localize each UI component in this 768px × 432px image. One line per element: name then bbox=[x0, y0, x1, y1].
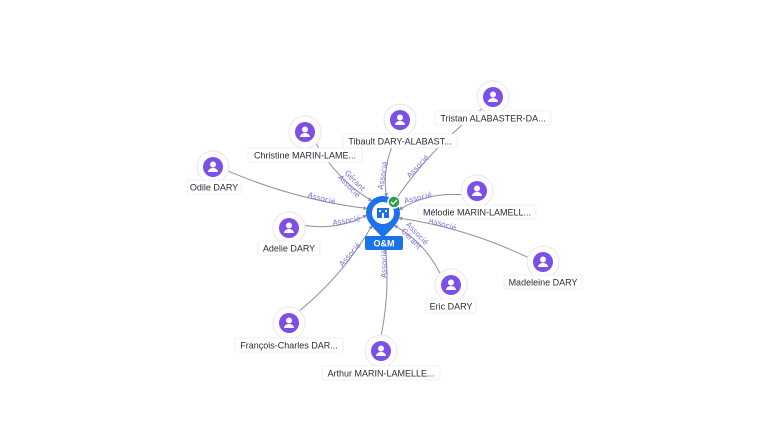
role-label-associe: Associé bbox=[403, 190, 433, 205]
company-name[interactable]: O&M bbox=[374, 239, 395, 249]
building-icon bbox=[377, 208, 389, 218]
person-name-box bbox=[247, 147, 363, 163]
person-name[interactable]: Eric DARY bbox=[430, 302, 473, 312]
person-node-madeleine-dary[interactable]: Madeleine DARY bbox=[503, 245, 583, 290]
person-node-christine-marin-lame[interactable]: Christine MARIN-LAME... bbox=[247, 115, 363, 163]
edge-madeleine-dary bbox=[398, 216, 528, 258]
person-node-arthur-marin-lamelle[interactable]: Arthur MARIN-LAMELLE... bbox=[321, 334, 441, 381]
edge-odile-dary bbox=[228, 170, 368, 211]
person-name-box bbox=[186, 179, 242, 195]
edge-adelie-dary bbox=[304, 214, 367, 228]
person-node-francois-charles-dar[interactable]: François-Charles DAR... bbox=[234, 306, 344, 353]
role-label-associe: Associé bbox=[405, 153, 431, 180]
person-node-adelie-dary[interactable]: Adelie DARY bbox=[257, 211, 321, 256]
role-label-associe: Associé bbox=[307, 190, 337, 206]
person-name-box bbox=[321, 365, 441, 381]
person-name[interactable]: Arthur MARIN-LAMELLE... bbox=[327, 369, 434, 379]
person-icon bbox=[279, 218, 299, 238]
person-icon bbox=[483, 87, 503, 107]
person-name[interactable]: Tristan ALABASTER-DA... bbox=[440, 114, 545, 124]
person-name[interactable]: Tibault DARY-ALABAST... bbox=[348, 137, 451, 147]
edge-melodie-marin-lamell bbox=[398, 193, 462, 210]
person-icon bbox=[371, 341, 391, 361]
person-name[interactable]: Christine MARIN-LAME... bbox=[254, 151, 356, 161]
person-node-eric-dary[interactable]: Eric DARY bbox=[425, 268, 477, 314]
person-node-tibault-dary-alabast[interactable]: Tibault DARY-ALABAST... bbox=[342, 103, 458, 149]
person-name-box bbox=[425, 298, 477, 314]
person-name-box bbox=[342, 133, 458, 149]
person-name-box bbox=[234, 337, 344, 353]
person-icon bbox=[390, 110, 410, 130]
person-name-box bbox=[257, 240, 321, 256]
person-icon bbox=[441, 275, 461, 295]
person-name[interactable]: Odile DARY bbox=[190, 183, 238, 193]
person-node-melodie-marin-lamell[interactable]: Mélodie MARIN-LAMELL... bbox=[417, 174, 537, 220]
person-node-odile-dary[interactable]: Odile DARY bbox=[186, 150, 242, 195]
person-name[interactable]: François-Charles DAR... bbox=[240, 341, 338, 351]
person-name-box bbox=[503, 274, 583, 290]
role-label-associe: Associé bbox=[332, 214, 362, 227]
person-name[interactable]: Adelie DARY bbox=[263, 244, 315, 254]
person-icon bbox=[295, 122, 315, 142]
edge-eric-dary bbox=[393, 225, 441, 274]
company-node[interactable]: O&M bbox=[365, 195, 403, 250]
person-node-tristan-alabaster-da[interactable]: Tristan ALABASTER-DA... bbox=[434, 80, 552, 126]
person-name[interactable]: Madeleine DARY bbox=[509, 278, 578, 288]
role-label-associe: Associé bbox=[337, 240, 363, 268]
role-label-associe: Associé bbox=[379, 249, 388, 278]
role-label-associe: Associé bbox=[376, 160, 390, 190]
person-icon bbox=[279, 313, 299, 333]
nodes-layer: Odile DARY Christine MARIN-LAME... Tibault… bbox=[186, 80, 583, 381]
person-name-box bbox=[417, 204, 537, 220]
company-label-bg bbox=[365, 236, 403, 250]
person-name[interactable]: Mélodie MARIN-LAMELL... bbox=[423, 208, 531, 218]
person-name-box bbox=[434, 110, 552, 126]
edge-francois-charles-dar bbox=[299, 224, 373, 312]
check-badge-icon bbox=[387, 195, 401, 209]
person-icon bbox=[533, 252, 553, 272]
person-icon bbox=[203, 157, 223, 177]
person-icon bbox=[467, 181, 487, 201]
